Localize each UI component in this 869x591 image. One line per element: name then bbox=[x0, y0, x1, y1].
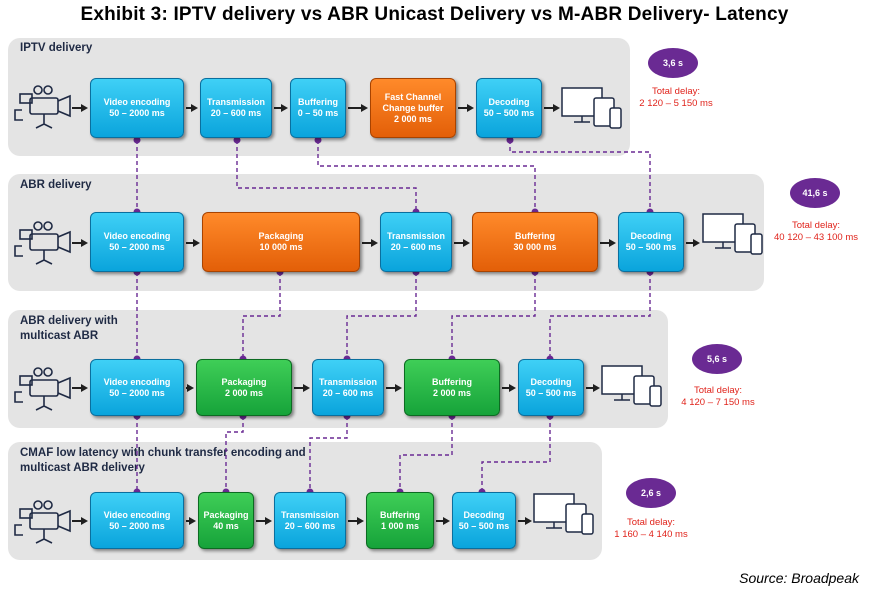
flow-arrow bbox=[72, 517, 88, 525]
flow-arrow bbox=[186, 384, 194, 392]
flow-arrow bbox=[72, 104, 88, 112]
flow-arrow bbox=[186, 104, 198, 112]
flow-arrow bbox=[436, 517, 450, 525]
flow-arrow bbox=[294, 384, 310, 392]
flow-arrow bbox=[186, 239, 200, 247]
flow-arrow bbox=[348, 104, 368, 112]
flow-arrow bbox=[72, 384, 88, 392]
total-delay-abr: Total delay:40 120 – 43 100 ms bbox=[774, 220, 858, 243]
flow-arrow bbox=[362, 239, 378, 247]
flow-arrow bbox=[586, 384, 600, 392]
flow-arrow bbox=[348, 517, 364, 525]
exhibit-title: Exhibit 3: IPTV delivery vs ABR Unicast … bbox=[80, 4, 789, 25]
row-label-abr: ABR delivery bbox=[20, 179, 92, 191]
video-camera-icon bbox=[14, 221, 71, 265]
flow-arrow bbox=[600, 239, 616, 247]
screen-devices-icon bbox=[601, 365, 662, 407]
total-delay-iptv: Total delay:2 120 – 5 150 ms bbox=[639, 86, 713, 109]
flow-arrow bbox=[186, 517, 196, 525]
screen-devices-icon bbox=[533, 493, 594, 535]
row-label-multicast-abr: ABR delivery with multicast ABR bbox=[20, 315, 118, 342]
flow-arrow bbox=[518, 517, 532, 525]
flow-arrow bbox=[686, 239, 700, 247]
row-label-cmaf: CMAF low latency with chunk transfer enc… bbox=[20, 447, 306, 474]
latency-badge-iptv: 3,6 s bbox=[648, 48, 698, 78]
flow-arrow bbox=[454, 239, 470, 247]
flow-arrow bbox=[544, 104, 560, 112]
latency-badge-cmaf: 2,6 s bbox=[626, 478, 676, 508]
screen-devices-icon bbox=[702, 213, 763, 255]
video-camera-icon bbox=[14, 367, 71, 411]
flow-arrow bbox=[256, 517, 272, 525]
video-camera-icon bbox=[14, 500, 71, 544]
row-label-iptv: IPTV delivery bbox=[20, 42, 93, 54]
latency-badge-multicast-abr: 5,6 s bbox=[692, 344, 742, 374]
flow-arrow bbox=[274, 104, 288, 112]
latency-badge-abr: 41,6 s bbox=[790, 178, 840, 208]
video-camera-icon bbox=[14, 85, 71, 129]
total-delay-multicast-abr: Total delay:4 120 – 7 150 ms bbox=[681, 385, 755, 408]
screen-devices-icon bbox=[561, 87, 622, 129]
flow-arrow bbox=[502, 384, 516, 392]
flow-arrow bbox=[72, 239, 88, 247]
source-note: Source: Broadpeak bbox=[739, 570, 859, 586]
flow-arrow bbox=[458, 104, 474, 112]
flow-arrow bbox=[386, 384, 402, 392]
total-delay-cmaf: Total delay:1 160 – 4 140 ms bbox=[614, 517, 688, 540]
